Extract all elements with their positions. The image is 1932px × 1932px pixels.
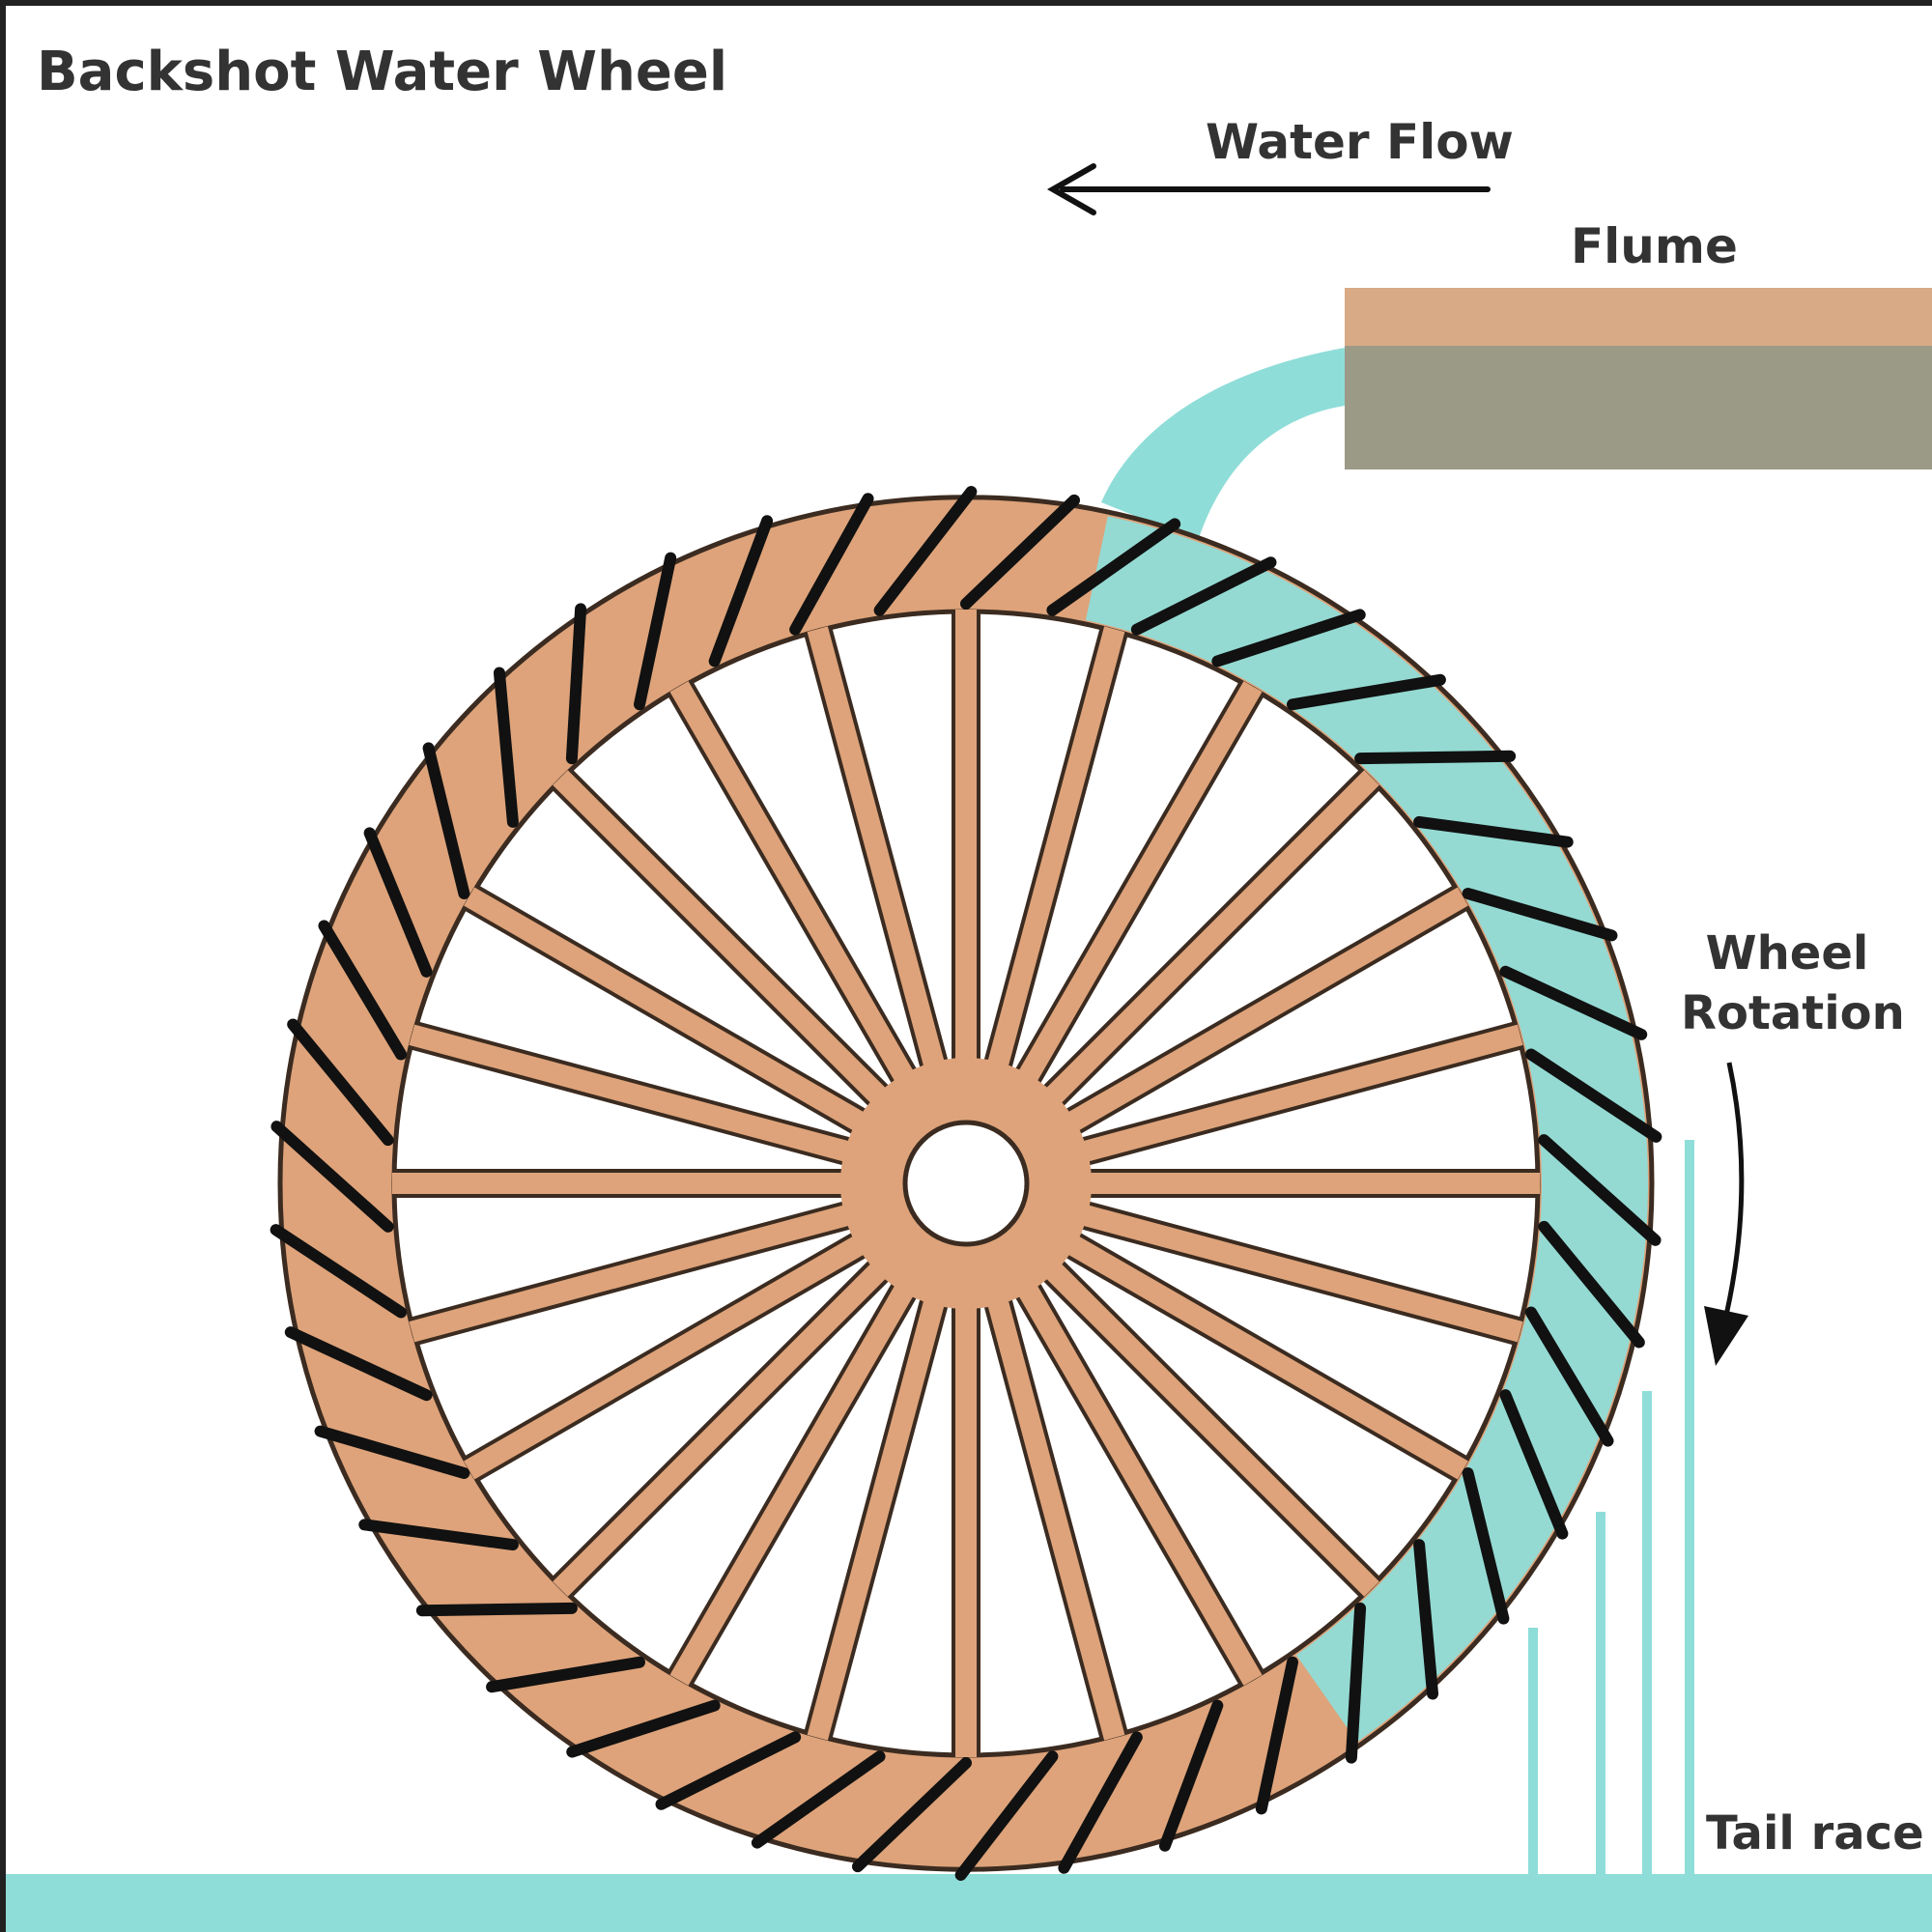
wheel-spoke: [985, 1293, 1125, 1741]
wheel-paddle: [1058, 1731, 1143, 1874]
wheel-spoke: [409, 1203, 857, 1343]
wheel-spoke: [1040, 770, 1379, 1109]
wheel-paddle: [634, 552, 677, 711]
wheel-paddle: [1255, 1656, 1298, 1815]
wheel-paddle: [1211, 609, 1366, 668]
wheel-paddle: [655, 1731, 802, 1810]
diagram-title: Backshot Water Wheel: [37, 41, 728, 103]
wheel-paddle: [873, 486, 978, 616]
flume-label: Flume: [1571, 218, 1738, 274]
wheel-rotation-label: Wheel Rotation: [1681, 926, 1905, 1040]
wheel-paddle: [1462, 888, 1618, 942]
wheel-paddle: [1130, 556, 1277, 636]
wheel-paddle: [270, 1224, 408, 1319]
falling-water-stream: [1642, 1391, 1652, 1879]
wheel-paddle: [1538, 1220, 1645, 1349]
wheel-spoke: [1014, 681, 1263, 1089]
wheel-paddle: [1462, 1467, 1510, 1625]
wheel-spoke: [1061, 1232, 1468, 1480]
wheel-paddle: [287, 1018, 394, 1147]
wheel-paddle: [486, 1656, 646, 1693]
wheel-axle-hole: [902, 1120, 1030, 1247]
tail-race-label: Tail race: [1706, 1806, 1924, 1861]
water-flow-arrow: [1046, 163, 1491, 215]
wheel-paddle: [954, 1750, 1059, 1881]
flume-top-plank: [1345, 288, 1932, 346]
wheel-paddle: [363, 827, 433, 978]
water-wheel: [270, 486, 1662, 1881]
wheel-paddle: [1345, 1602, 1367, 1764]
falling-water-stream: [1596, 1512, 1605, 1879]
wheel-spoke: [1061, 887, 1468, 1135]
wheel-paddle: [1538, 1134, 1662, 1246]
wheel-paddle: [1413, 815, 1574, 848]
wheel-paddle: [493, 667, 519, 828]
wheel-spoke: [1075, 1203, 1523, 1343]
wheel-paddle: [565, 603, 587, 765]
wheel-rotation-arrow-arc: [1717, 1062, 1745, 1344]
wheel-paddle: [318, 920, 408, 1061]
wheel-paddle: [851, 1757, 972, 1873]
wheel-spoke: [464, 887, 871, 1135]
wheel-rotation-arrow-head: [1704, 1306, 1748, 1366]
flume: [1345, 288, 1932, 469]
wheel-spoke: [985, 626, 1125, 1074]
wheel-paddle: [1499, 1389, 1569, 1540]
wheel-paddles: [270, 486, 1662, 1881]
wheel-paddle: [1499, 965, 1648, 1040]
wheel-spoke: [807, 626, 947, 1074]
water-flow-arrow-head: [1046, 163, 1096, 215]
wheel-spoke: [1040, 1258, 1379, 1597]
wheel-spoke: [553, 1258, 892, 1597]
wheel-paddle: [415, 1602, 578, 1617]
wheel-spoke: [1014, 1278, 1263, 1686]
wheel-paddle: [270, 1121, 394, 1233]
wheel-paddle: [1524, 1306, 1614, 1447]
wheel-paddle: [1286, 673, 1446, 711]
falling-water-stream: [1685, 1140, 1694, 1879]
wheel-paddle: [751, 1750, 886, 1849]
wheel-paddle: [422, 742, 470, 899]
wheel-spoke: [669, 1278, 918, 1686]
flume-water-jet: [1101, 348, 1345, 541]
wheel-paddle: [566, 1699, 721, 1758]
wheel-paddle: [314, 1425, 470, 1479]
water-flow-label: Water Flow: [1206, 114, 1514, 170]
wheel-paddle: [1354, 750, 1517, 765]
wheel-rotation-arrow: [1704, 1062, 1748, 1366]
wheel-spoke: [807, 1293, 947, 1741]
wheel-spoke: [553, 770, 892, 1109]
wheel-spoke: [464, 1232, 871, 1480]
wheel-paddle: [789, 493, 874, 636]
water-filled-buckets: [1085, 516, 1648, 1743]
wheel-paddle: [284, 1326, 433, 1402]
wheel-spokes: [392, 610, 1540, 1757]
wheel-spoke: [669, 681, 918, 1089]
tail-race-water: [0, 1874, 1932, 1932]
falling-water-streams: [1528, 1140, 1694, 1879]
wheel-paddle: [1046, 518, 1181, 616]
wheel-paddle: [1413, 1539, 1439, 1700]
wheel-spoke: [409, 1024, 857, 1164]
wheel-paddle: [1158, 1699, 1224, 1852]
wheel-paddle: [708, 515, 774, 668]
wheel-spoke: [1075, 1024, 1523, 1164]
falling-water-stream: [1528, 1628, 1538, 1879]
wheel-paddle: [358, 1519, 519, 1551]
wheel-paddle: [1524, 1048, 1662, 1143]
wheel-paddle: [960, 494, 1081, 610]
